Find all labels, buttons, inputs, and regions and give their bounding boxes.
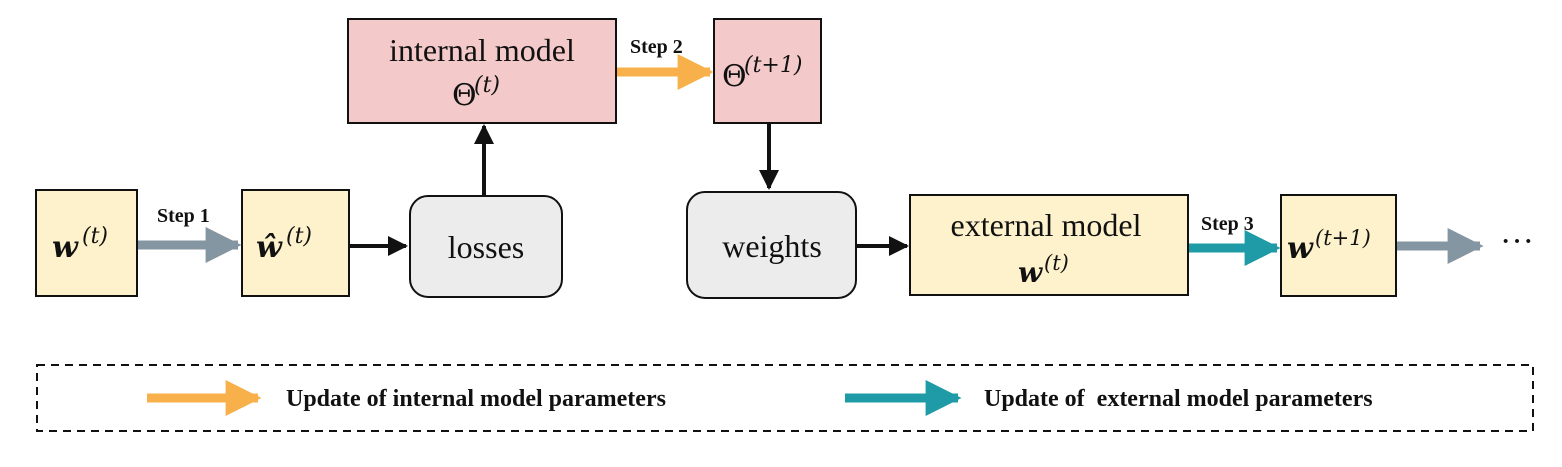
- node-internal-model: internal model Θ (t): [347, 18, 617, 124]
- weights-label: weights: [722, 228, 822, 264]
- w-t-superscript: (t): [82, 224, 108, 249]
- node-w-t: w (t): [35, 189, 138, 297]
- w-t1-symbol: w: [1287, 231, 1314, 266]
- step1-label: Step 1: [157, 205, 210, 227]
- step2-label: Step 2: [630, 36, 683, 58]
- internal-model-symbol: Θ: [452, 78, 477, 113]
- node-external-model: external model w (t): [909, 194, 1189, 296]
- ellipsis: ···: [1500, 223, 1534, 260]
- legend: Update of internal model parameters Upda…: [36, 364, 1534, 432]
- legend-internal-label: Update of internal model parameters: [286, 386, 666, 412]
- node-w-t-plus-1: w (t+1): [1280, 194, 1397, 297]
- legend-external-label: Update of external model parameters: [984, 386, 1373, 412]
- legend-border: [36, 364, 1534, 432]
- w-t-symbol: w: [52, 230, 79, 265]
- theta-t1-superscript: (t+1): [744, 53, 802, 78]
- node-theta-t-plus-1: Θ (t+1): [713, 18, 822, 124]
- step3-label: Step 3: [1201, 213, 1254, 235]
- w-hat-t-superscript: (t): [286, 224, 312, 249]
- internal-model-label: internal model: [389, 32, 575, 68]
- external-model-label: external model: [950, 207, 1141, 243]
- node-weights: weights: [686, 191, 857, 299]
- w-t1-superscript: (t+1): [1315, 226, 1371, 250]
- w-hat-t-symbol: ŵ: [256, 230, 283, 265]
- theta-t1-symbol: Θ: [722, 59, 747, 94]
- internal-model-superscript: (t): [474, 73, 500, 98]
- external-model-symbol: w: [1018, 256, 1043, 289]
- external-model-superscript: (t): [1044, 251, 1069, 275]
- losses-label: losses: [448, 229, 524, 265]
- node-w-hat-t: ŵ (t): [241, 189, 350, 297]
- node-losses: losses: [409, 195, 563, 298]
